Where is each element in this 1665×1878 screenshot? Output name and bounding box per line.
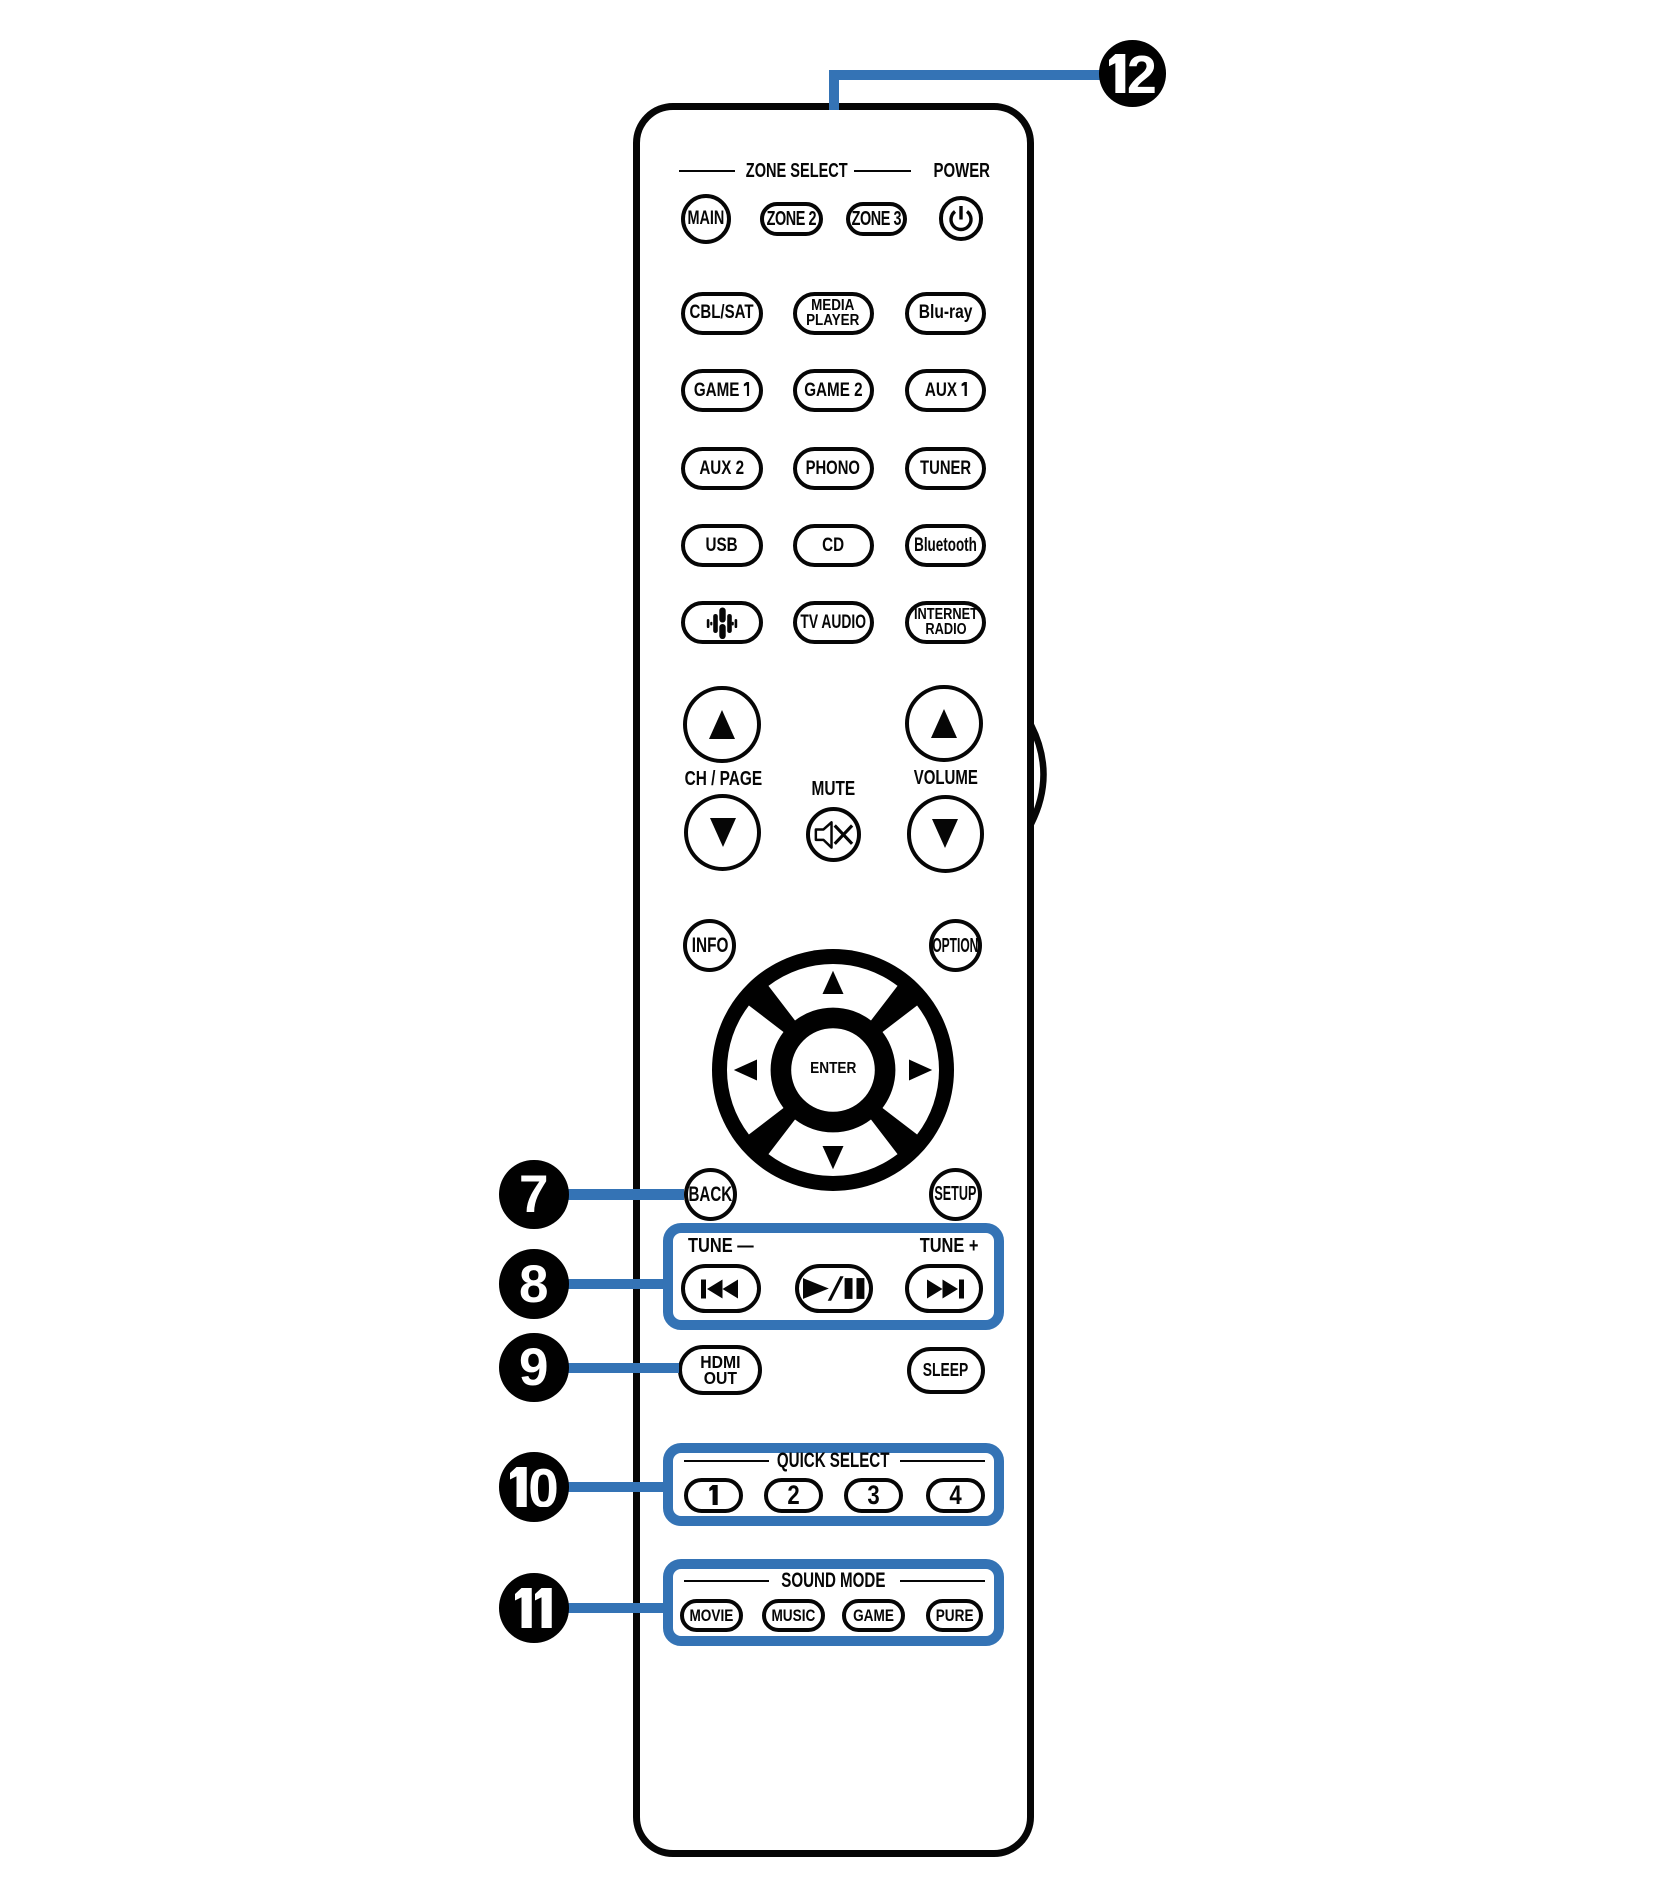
svg-text:2: 2 [1127,54,1156,93]
svg-text:0: 0 [529,1467,558,1507]
